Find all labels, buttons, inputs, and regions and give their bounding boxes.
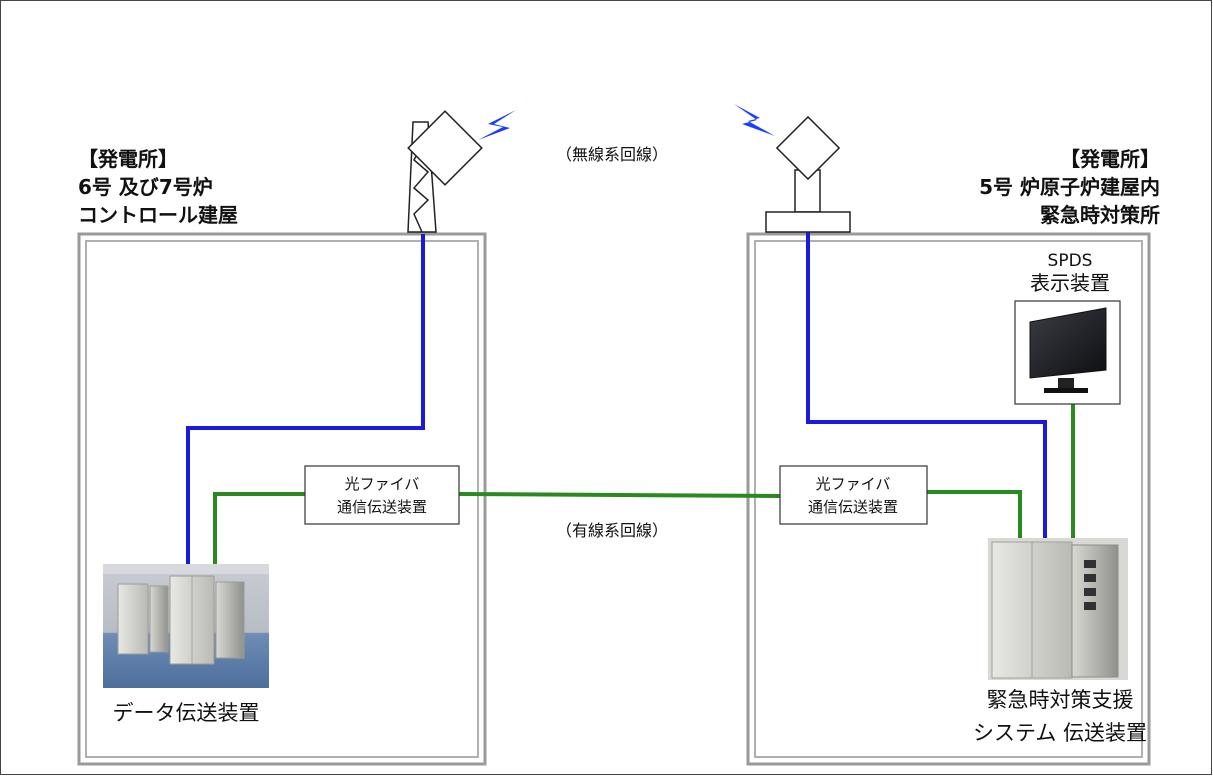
antenna-tower-icon bbox=[407, 110, 483, 233]
left-site-heading: 【発電所】 bbox=[78, 147, 178, 171]
lightning-icon bbox=[478, 110, 516, 140]
emergency-support-label-line2: システム 伝送装置 bbox=[973, 721, 1147, 745]
right-site-heading: 【発電所】 bbox=[1060, 147, 1160, 171]
monitor-icon bbox=[1014, 300, 1121, 405]
wireless-line-left bbox=[186, 234, 425, 570]
antenna-mast-icon bbox=[765, 115, 851, 233]
spds-label-line1: SPDS bbox=[1048, 251, 1093, 271]
emergency-support-label-line1: 緊急時対策支援 bbox=[987, 688, 1134, 712]
spds-label-line2: 表示装置 bbox=[1030, 271, 1110, 295]
left-site-line2: コントロール建屋 bbox=[78, 203, 238, 227]
fiber-right-line1: 光ファイバ bbox=[816, 475, 891, 493]
fiber-right-line2: 通信伝送装置 bbox=[808, 498, 898, 516]
left-site-line1: 6号 及び7号炉 bbox=[78, 175, 213, 199]
emergency-support-photo bbox=[988, 538, 1128, 680]
wired-line-left bbox=[213, 492, 305, 570]
wired-line-right bbox=[927, 490, 1022, 540]
left-building bbox=[77, 232, 487, 766]
wired-link-label: （有線系回線） bbox=[556, 521, 668, 540]
wired-line-trunk bbox=[458, 492, 781, 498]
fiber-left-line1: 光ファイバ bbox=[345, 475, 420, 493]
fiber-left-line2: 通信伝送装置 bbox=[337, 498, 427, 516]
data-transmission-photo bbox=[103, 564, 269, 688]
right-site-line2: 緊急時対策所 bbox=[1040, 203, 1160, 227]
fiber-box-left: 光ファイバ 通信伝送装置 bbox=[304, 465, 460, 525]
wireless-link-label: （無線系回線） bbox=[556, 145, 668, 164]
fiber-box-right: 光ファイバ 通信伝送装置 bbox=[779, 465, 928, 525]
lightning-icon bbox=[734, 104, 775, 136]
data-transmission-label: データ伝送装置 bbox=[113, 701, 260, 725]
right-site-line1: 5号 炉原子炉建屋内 bbox=[979, 175, 1160, 199]
wireless-line-right bbox=[806, 232, 1047, 540]
right-building bbox=[746, 232, 1151, 766]
